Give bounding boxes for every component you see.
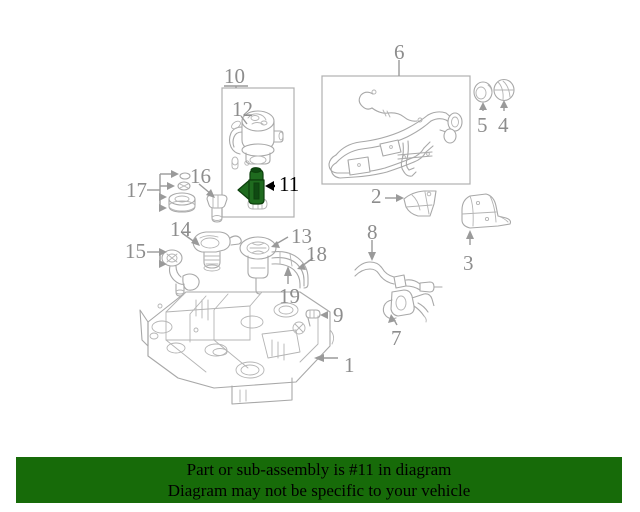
part-16-grommet xyxy=(206,194,228,223)
callout-9: 9 xyxy=(333,303,344,327)
leader-2-head xyxy=(396,194,404,202)
part-3-heat-shield xyxy=(461,193,512,229)
group-box-10 xyxy=(221,87,295,218)
leader-4-head xyxy=(500,100,508,108)
leader-9-head xyxy=(320,311,328,319)
callout-15: 15 xyxy=(125,239,146,263)
leader-16-head xyxy=(206,189,215,198)
leader-7-head xyxy=(388,314,396,323)
callout-12: 12 xyxy=(232,97,253,121)
parts-diagram: 1 2 3 4 5 6 7 8 9 10 11 12 13 14 15 16 1… xyxy=(125,40,515,405)
part-6-fuel-lines xyxy=(328,89,463,179)
callout-3: 3 xyxy=(463,251,474,275)
diagram-artwork xyxy=(139,60,515,405)
notice-line-2: Diagram may not be specific to your vehi… xyxy=(167,481,471,500)
leader-5-head xyxy=(479,102,487,110)
callout-6: 6 xyxy=(394,40,405,64)
part-17-seal-ring-set xyxy=(168,172,196,213)
notice-line-1: Part or sub-assembly is #11 in diagram xyxy=(186,460,452,479)
callout-2: 2 xyxy=(371,184,382,208)
leader-11-accent xyxy=(265,181,275,191)
part-7-fuel-hose-lower xyxy=(382,289,435,323)
callout-11: 11 xyxy=(279,172,300,196)
callout-16: 16 xyxy=(190,164,211,188)
leader-18 xyxy=(301,257,314,267)
leader-13 xyxy=(275,236,289,245)
leader-1-head xyxy=(314,354,324,362)
part-11-highlighted xyxy=(237,167,265,205)
part-9-tank-bolt xyxy=(305,309,321,327)
part-8-fuel-hose-upper xyxy=(354,261,443,293)
leader-17-bracket xyxy=(147,170,179,212)
part-13-filler-neck-cap xyxy=(239,236,277,295)
callout-8: 8 xyxy=(367,220,378,244)
callout-4: 4 xyxy=(498,113,509,137)
callout-18: 18 xyxy=(306,242,327,266)
leader-8-head xyxy=(368,252,376,261)
leader-14-head xyxy=(191,237,200,246)
part-1-fuel-tank xyxy=(139,291,335,405)
leader-18-head xyxy=(297,263,306,270)
part-15-sender-unit xyxy=(161,249,200,297)
callout-7: 7 xyxy=(391,326,402,350)
callout-5: 5 xyxy=(477,113,488,137)
callout-17: 17 xyxy=(126,178,147,202)
part-14-fuel-filter xyxy=(192,231,242,272)
leader-12 xyxy=(240,115,248,125)
leader-19-head xyxy=(284,266,292,276)
callout-14: 14 xyxy=(170,217,191,241)
part-5-cap-seal xyxy=(473,81,493,103)
leader-3-head xyxy=(466,230,474,239)
notice-banner: Part or sub-assembly is #11 in diagram D… xyxy=(16,457,622,503)
callout-1: 1 xyxy=(344,353,355,377)
group-box-6 xyxy=(321,75,471,185)
leader-15-bracket xyxy=(147,248,167,268)
part-2-heat-shield-bracket xyxy=(403,190,437,217)
part-18-vent-tube xyxy=(271,251,309,289)
callout-19: 19 xyxy=(279,284,300,308)
callout-13: 13 xyxy=(291,224,312,248)
part-4-fuel-cap xyxy=(493,78,515,102)
part-12-fuel-pump xyxy=(228,110,284,210)
callout-10: 10 xyxy=(224,64,245,88)
leader-13-head xyxy=(271,241,280,248)
